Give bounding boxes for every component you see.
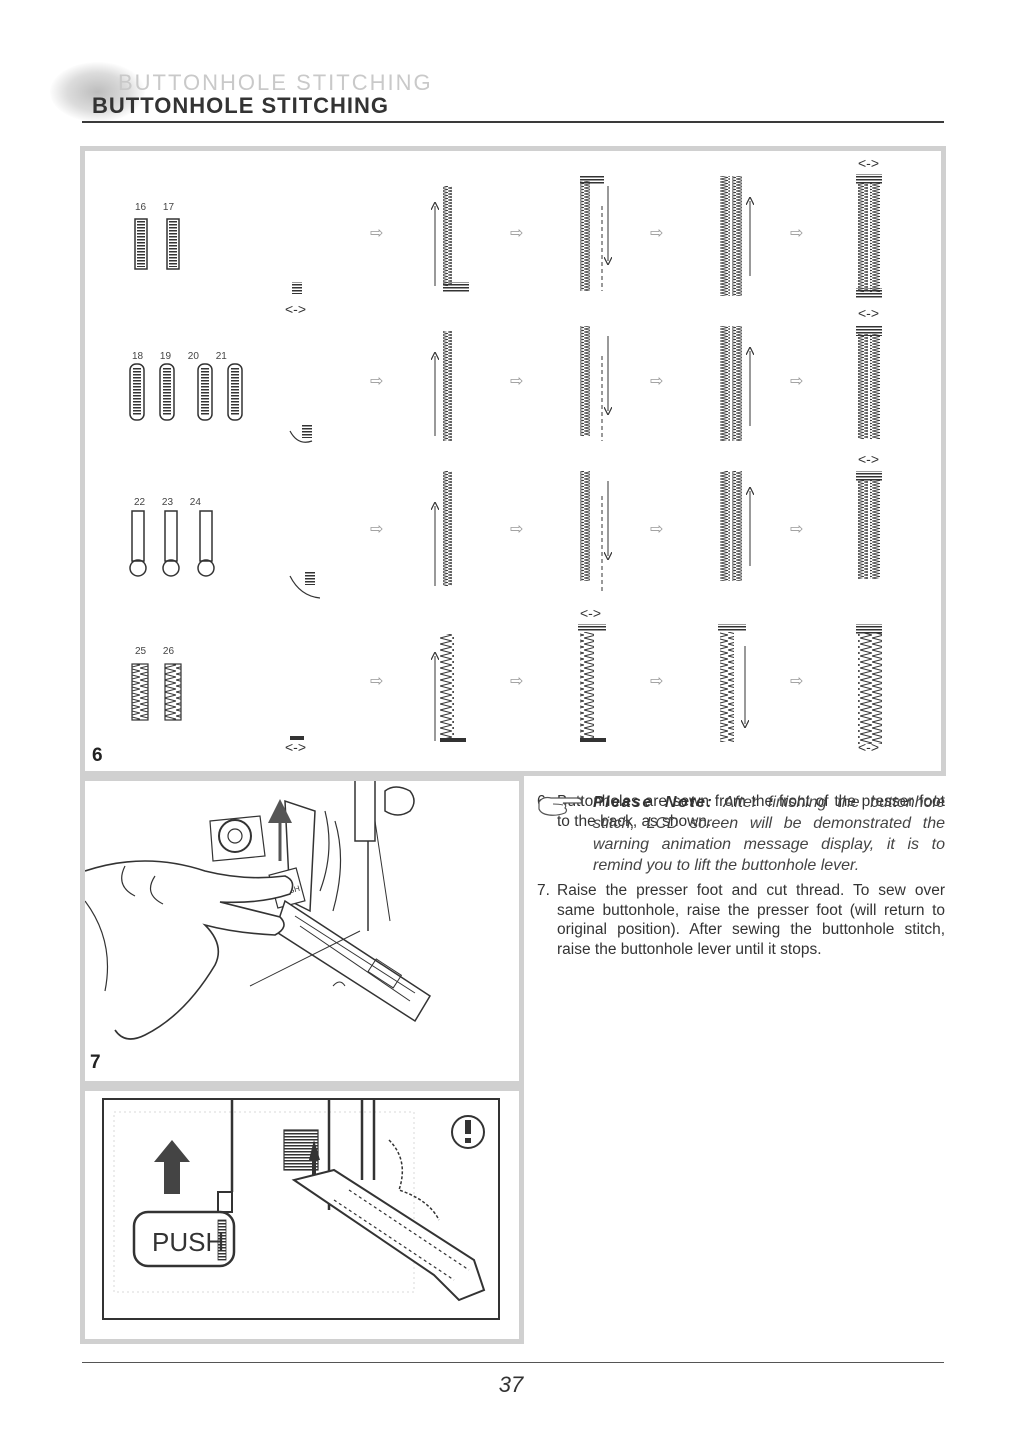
svg-text:<->: <-> — [285, 301, 306, 317]
row-4-samples: <-> — [132, 664, 306, 755]
lcd-warning-animation: PUSH — [104, 1100, 498, 1318]
svg-text:⇨: ⇨ — [790, 673, 803, 690]
instruction-7-number: 7. — [537, 881, 550, 901]
row-4-steps: ⇨ ⇨ <-> ⇨ ⇨ <-> — [370, 605, 882, 755]
instruction-7-text: Raise the presser foot and cut thread. T… — [537, 881, 945, 959]
svg-text:<->: <-> — [858, 739, 879, 755]
instruction-7: 7. Raise the presser foot and cut thread… — [537, 881, 945, 959]
svg-text:⇨: ⇨ — [370, 373, 383, 390]
svg-text:⇨: ⇨ — [510, 521, 523, 538]
svg-text:⇨: ⇨ — [790, 521, 803, 538]
svg-text:⇨: ⇨ — [790, 373, 803, 390]
page-title: BUTTONHOLE STITCHING — [92, 93, 389, 119]
svg-text:⇨: ⇨ — [510, 673, 523, 690]
row-1-steps: ⇨ ⇨ ⇨ ⇨ <-> — [370, 155, 882, 298]
svg-text:⇨: ⇨ — [510, 373, 523, 390]
svg-text:⇨: ⇨ — [370, 521, 383, 538]
svg-text:<->: <-> — [858, 155, 879, 171]
page-number: 37 — [0, 1372, 1022, 1398]
svg-text:⇨: ⇨ — [790, 225, 803, 242]
svg-text:⇨: ⇨ — [650, 521, 663, 538]
svg-text:<->: <-> — [858, 305, 879, 321]
buttonhole-sequence-diagram: <-> ⇨ ⇨ ⇨ ⇨ <-> ⇨ — [80, 146, 946, 776]
svg-text:⇨: ⇨ — [650, 373, 663, 390]
row-1-samples: <-> — [135, 219, 306, 317]
svg-text:⇨: ⇨ — [510, 225, 523, 242]
row-3-steps: ⇨ ⇨ ⇨ ⇨ <-> — [370, 451, 882, 591]
svg-text:⇨: ⇨ — [650, 225, 663, 242]
lcd-push-label: PUSH — [152, 1227, 224, 1257]
svg-text:<->: <-> — [580, 605, 601, 621]
svg-text:⇨: ⇨ — [370, 673, 383, 690]
row-3-samples — [130, 511, 320, 598]
figure-7-label: 7 — [90, 1052, 101, 1074]
svg-text:⇨: ⇨ — [370, 225, 383, 242]
header-rule — [82, 121, 944, 123]
footer-rule — [82, 1362, 944, 1363]
svg-text:⇨: ⇨ — [650, 673, 663, 690]
row-2-samples — [130, 364, 312, 442]
svg-text:<->: <-> — [285, 739, 306, 755]
svg-text:<->: <-> — [858, 451, 879, 467]
lift-arrow-icon — [154, 1140, 190, 1194]
note-lead: Please Note: — [593, 794, 713, 811]
row-2-steps: ⇨ ⇨ ⇨ ⇨ <-> — [370, 305, 882, 441]
presser-foot-illustration: PUSH — [85, 781, 519, 1081]
please-note: Please Note: After finishing the buttonh… — [537, 792, 945, 876]
